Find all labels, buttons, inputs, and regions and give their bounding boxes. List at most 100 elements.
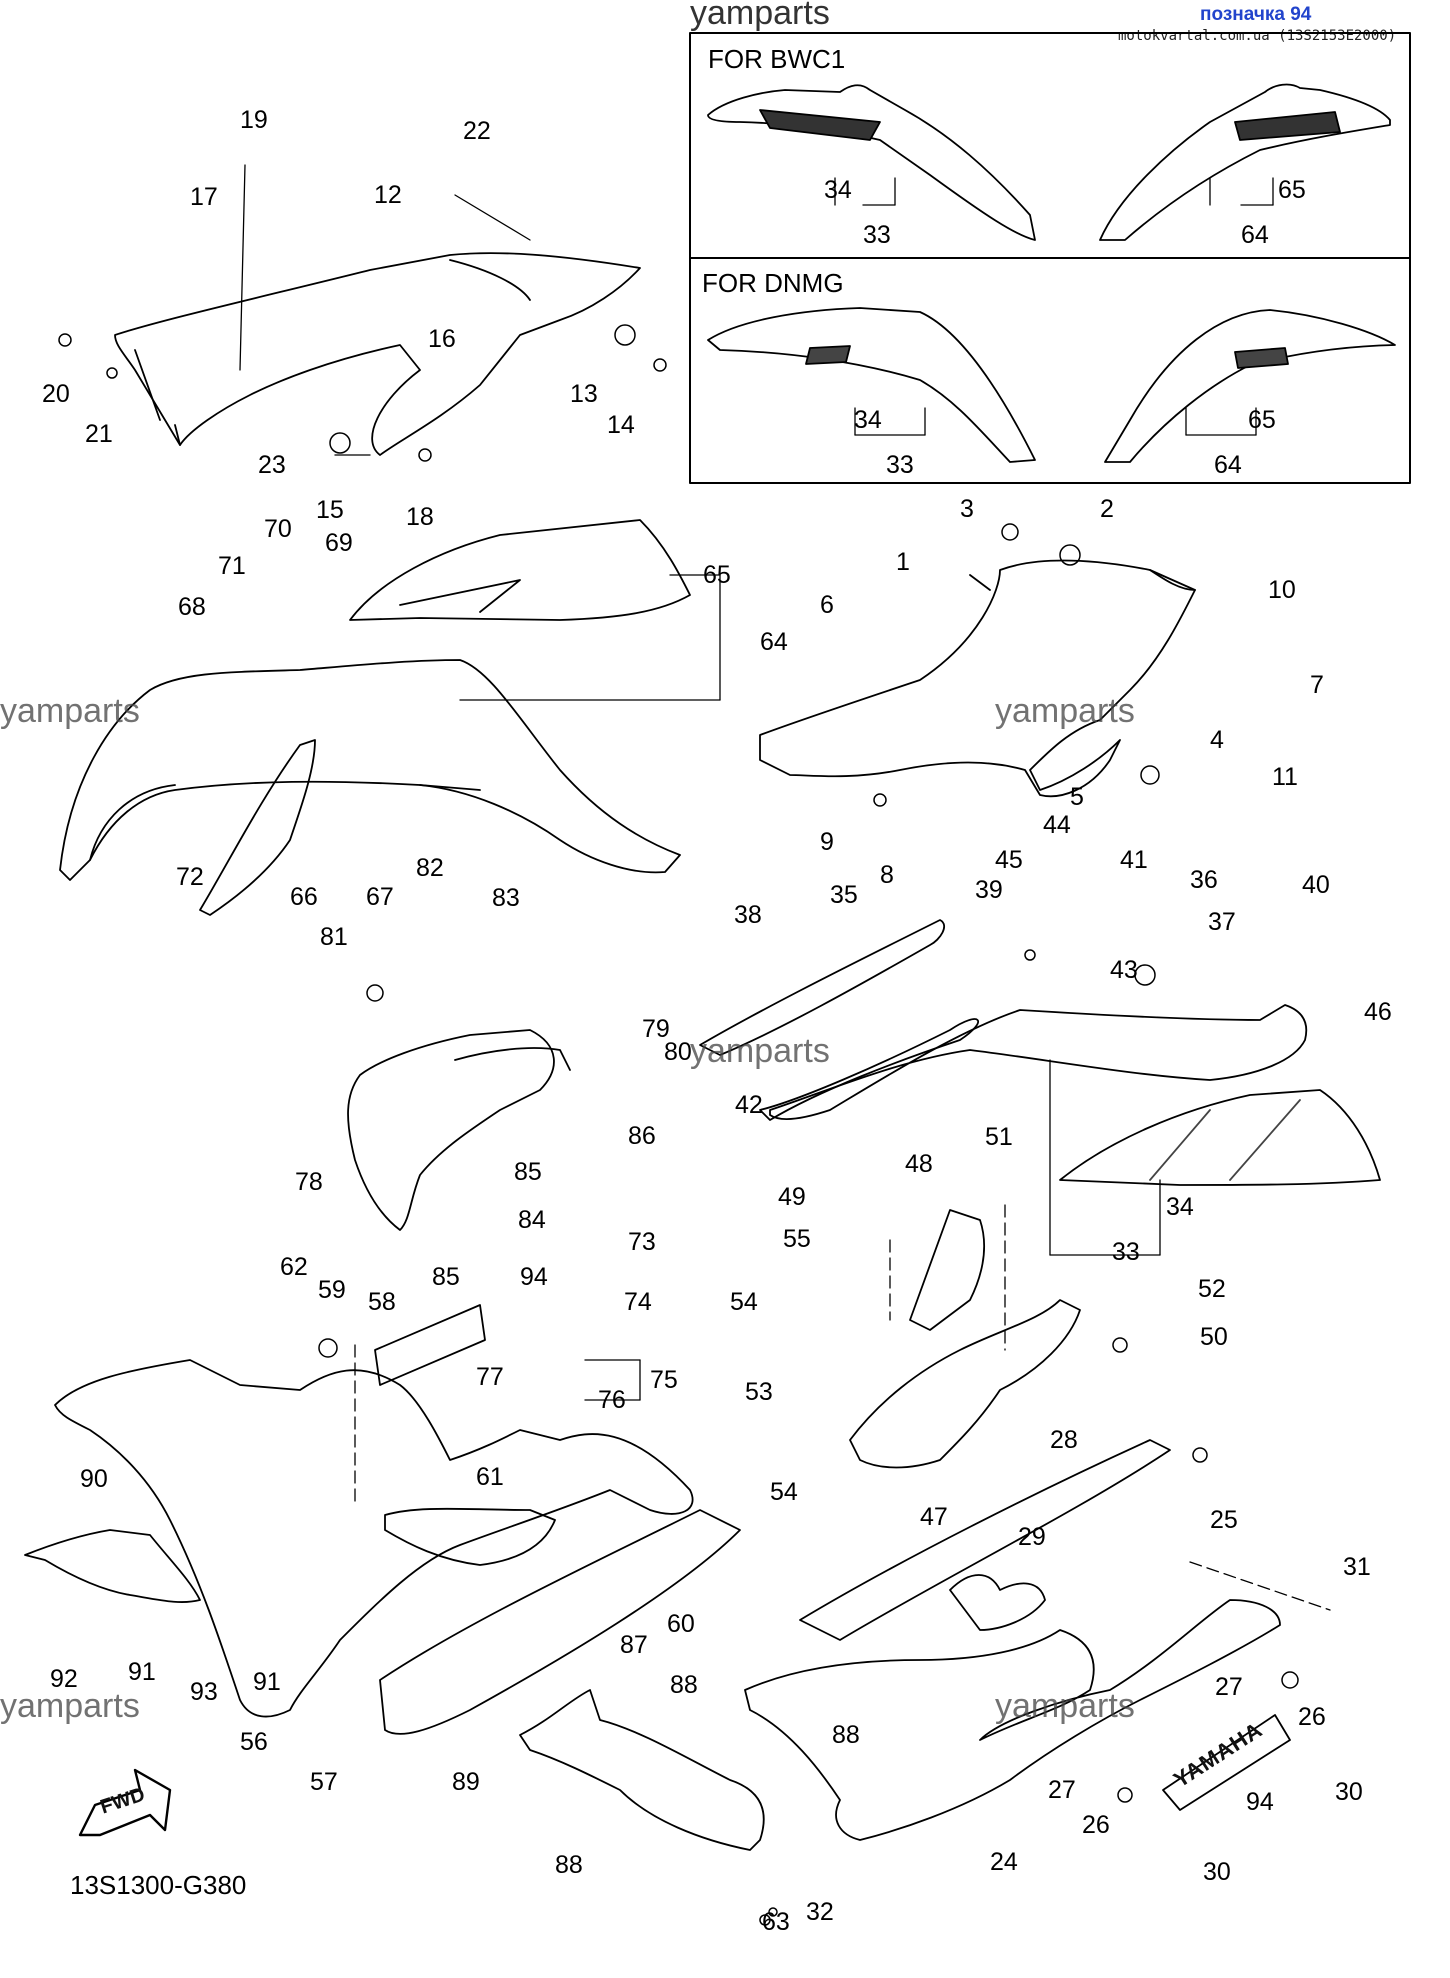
diagram-code: 13S1300-G380 (70, 1870, 247, 1900)
callout-number: 46 (1364, 998, 1392, 1026)
callout-number: 34 (824, 176, 852, 204)
side-cover-1 (759, 559, 1196, 798)
callout-number: 67 (366, 883, 394, 911)
callout-number: 69 (325, 529, 353, 557)
callout-number: 80 (664, 1038, 692, 1066)
callout-number: 72 (176, 863, 204, 891)
callout-number: 31 (1343, 1553, 1371, 1581)
callout-number: 33 (863, 221, 891, 249)
side-fairing-34 (769, 1004, 1308, 1121)
callout-number: 79 (642, 1015, 670, 1043)
callout-number: 40 (1302, 871, 1330, 899)
bwc1-left-cowl (707, 84, 1036, 241)
watermark: yamparts (0, 1687, 140, 1725)
callout-number: 66 (290, 883, 318, 911)
callout-number: 44 (1043, 811, 1071, 839)
header-tag-link[interactable]: позначка 94 (1200, 4, 1312, 25)
duct-61 (384, 1507, 556, 1566)
callout-number: 74 (624, 1288, 652, 1316)
lower-strip-60 (379, 1509, 741, 1735)
callout-number: 30 (1203, 1858, 1231, 1886)
decal-94-strip (374, 1304, 486, 1386)
callout-number: 60 (667, 1610, 695, 1638)
duct-66 (199, 739, 316, 916)
panel-35 (699, 919, 945, 1056)
callout-number: 85 (514, 1158, 542, 1186)
callout-number: 70 (264, 515, 292, 543)
callout-number: 59 (318, 1276, 346, 1304)
callout-number: 38 (734, 901, 762, 929)
callout-number: 34 (1166, 1193, 1194, 1221)
callout-number: 52 (1198, 1275, 1226, 1303)
callout-number: 61 (476, 1463, 504, 1491)
part-29 (949, 1574, 1046, 1631)
callout-number: 9 (820, 828, 834, 856)
callout-number: 93 (190, 1678, 218, 1706)
callout-number: 83 (492, 884, 520, 912)
callout-number: 21 (85, 420, 113, 448)
callout-number: 56 (240, 1728, 268, 1756)
callout-number: 4 (1210, 726, 1224, 754)
fasteners (58, 324, 1299, 1926)
callout-number: 88 (670, 1671, 698, 1699)
callout-number: 26 (1082, 1811, 1110, 1839)
callout-number: 6 (820, 591, 834, 619)
dnmg-left-cowl (707, 307, 1036, 463)
callout-number: 64 (760, 628, 788, 656)
callout-number: 91 (128, 1658, 156, 1686)
callout-number: 39 (975, 876, 1003, 904)
strip-28 (799, 1439, 1171, 1641)
callout-number: 10 (1268, 576, 1296, 604)
callout-number: 18 (406, 503, 434, 531)
callout-number: 94 (520, 1263, 548, 1291)
callout-number: 23 (258, 451, 286, 479)
callout-number: 45 (995, 846, 1023, 874)
callout-number: 49 (778, 1183, 806, 1211)
bracket-47 (849, 1299, 1081, 1469)
variant-title-dnmg: FOR DNMG (702, 268, 844, 298)
callout-number: 42 (735, 1091, 763, 1119)
bracket-48 (909, 1209, 986, 1331)
yamaha-badge-94 (1162, 1714, 1291, 1811)
watermark: yamparts (995, 1687, 1135, 1725)
callout-number: 35 (830, 881, 858, 909)
bwc1-right-cowl (1099, 83, 1391, 241)
callout-number: 64 (1214, 451, 1242, 479)
watermark: yamparts (690, 1032, 830, 1070)
callout-number: 32 (806, 1898, 834, 1926)
callout-number: 1 (896, 548, 910, 576)
callout-number: 77 (476, 1363, 504, 1391)
callout-number: 94 (1246, 1788, 1274, 1816)
leader-lines (239, 164, 1331, 1611)
callout-number: 54 (730, 1288, 758, 1316)
variant-title-bwc1: FOR BWC1 (708, 44, 846, 74)
watermark: yamparts (0, 692, 140, 730)
watermark: yamparts (995, 692, 1135, 730)
callout-number: 86 (628, 1122, 656, 1150)
callout-number: 16 (428, 325, 456, 353)
callout-number: 33 (1112, 1238, 1140, 1266)
callout-number: 20 (42, 380, 70, 408)
callout-number: 36 (1190, 866, 1218, 894)
header-brand: yamparts (690, 0, 830, 32)
callout-number: 82 (416, 854, 444, 882)
callout-number: 88 (832, 1721, 860, 1749)
fwd-arrow (78, 1768, 172, 1837)
bracket-90 (24, 1529, 201, 1603)
callout-number: 43 (1110, 956, 1138, 984)
callout-number: 54 (770, 1478, 798, 1506)
callout-number: 68 (178, 593, 206, 621)
callout-number: 51 (985, 1123, 1013, 1151)
callout-number: 37 (1208, 908, 1236, 936)
callout-number: 85 (432, 1263, 460, 1291)
callout-number: 33 (886, 451, 914, 479)
callout-number: 12 (374, 181, 402, 209)
callout-number: 84 (518, 1206, 546, 1234)
callout-number: 25 (1210, 1506, 1238, 1534)
callout-number: 81 (320, 923, 348, 951)
decal-65 (349, 519, 691, 621)
callout-number: 27 (1215, 1673, 1243, 1701)
callout-number: 75 (650, 1366, 678, 1394)
